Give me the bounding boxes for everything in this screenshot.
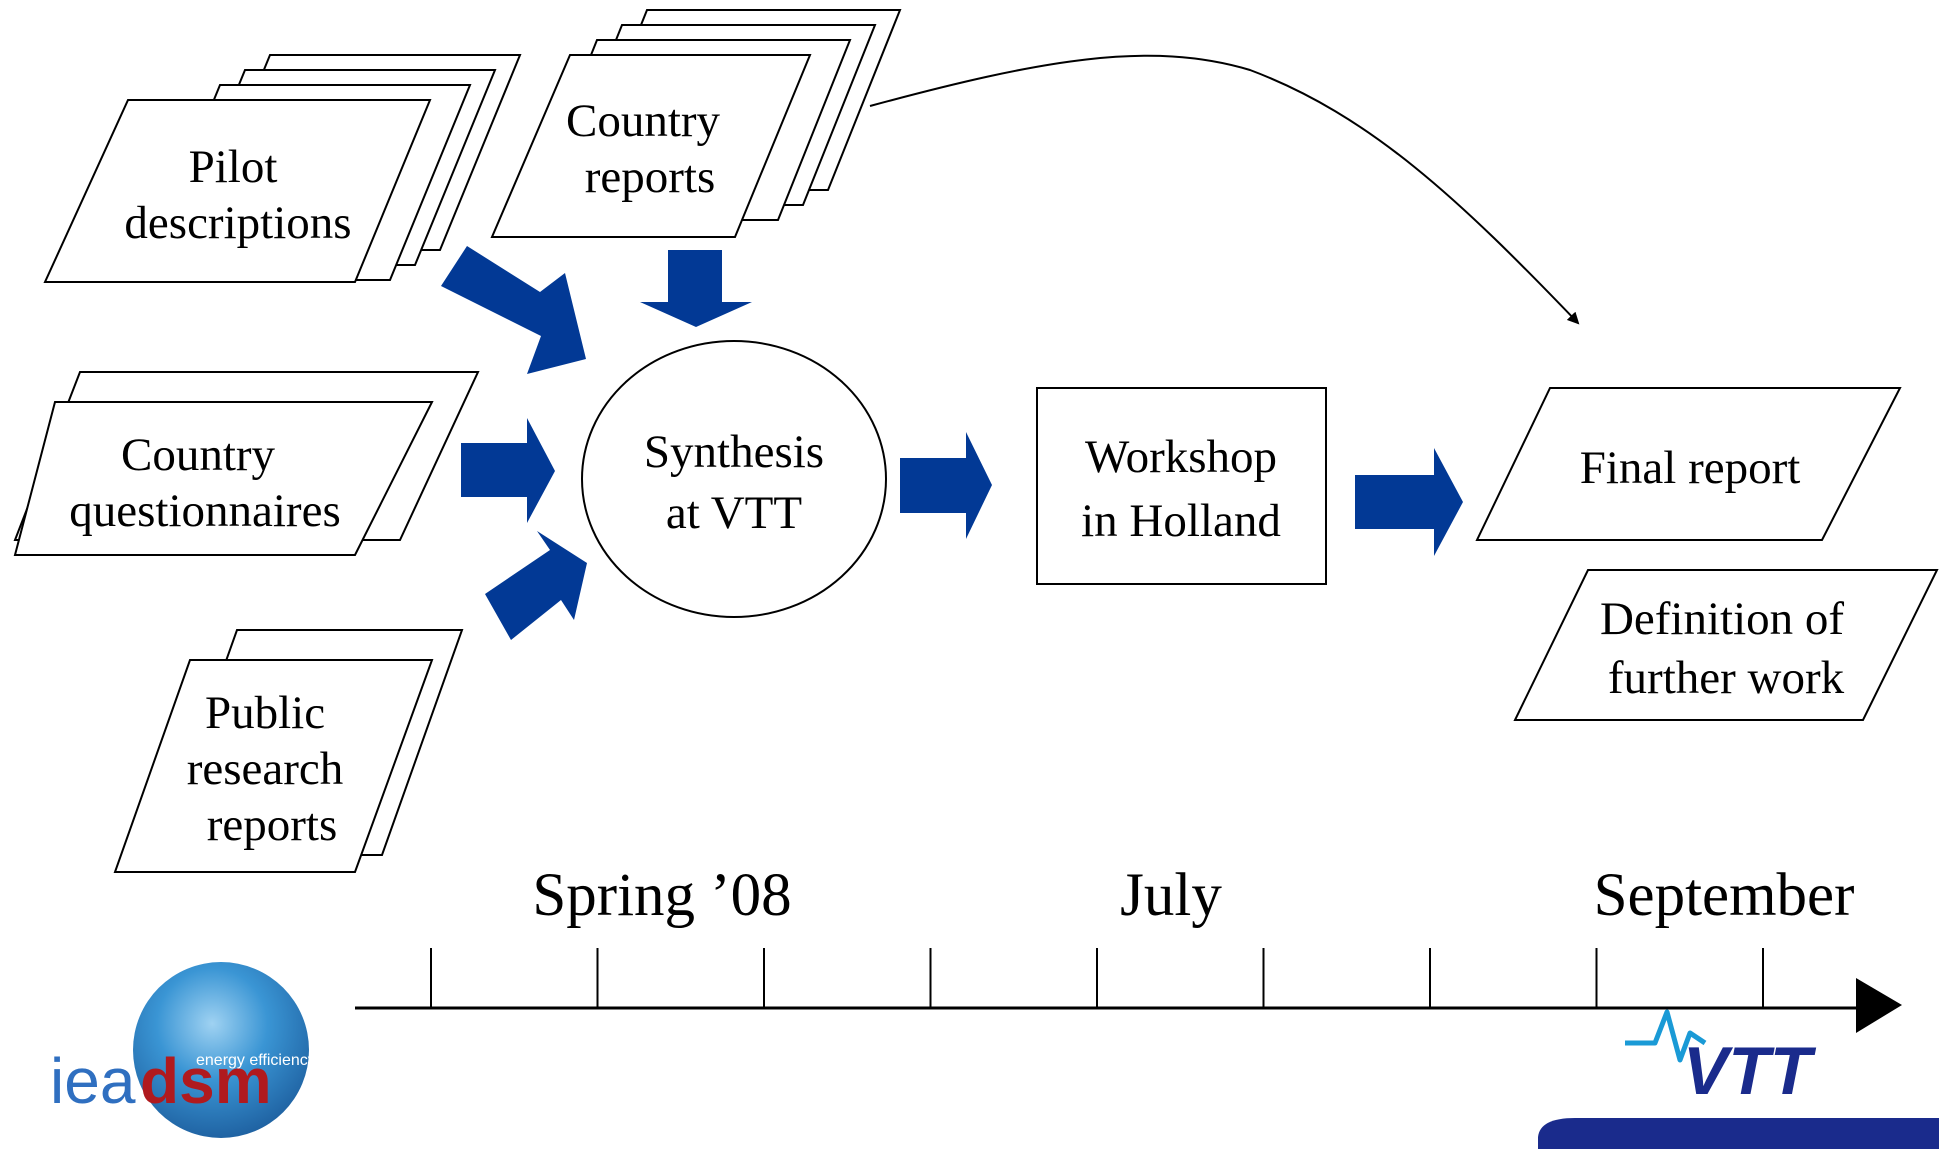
flow-arrows — [441, 246, 1463, 640]
timeline-ticks — [430, 948, 1764, 1008]
synthesis-label-line2: at VTT — [666, 487, 802, 539]
globe-icon — [133, 962, 309, 1138]
signal-wave-icon — [1625, 1009, 1707, 1063]
final-report-node: Final report — [1475, 387, 1902, 541]
timeline: Spring ’08 July September — [355, 862, 1902, 1033]
public-research-label-line1: Public — [205, 687, 325, 739]
questionnaires-label-line2: questionnaires — [69, 485, 341, 537]
timeline-label-september: September — [1594, 862, 1855, 929]
final-report-label: Final report — [1580, 442, 1801, 494]
curved-arrow-reports-to-final — [869, 54, 1580, 325]
country-reports-stack: Country reports — [490, 9, 902, 238]
logo-iea-text: iea — [50, 1045, 136, 1117]
public-research-label-line3: reports — [207, 799, 338, 851]
vtt-logo: VTT — [1538, 1009, 1939, 1149]
logo-dsm-text: dsm — [140, 1045, 272, 1117]
public-research-stack: Public research reports — [113, 629, 464, 873]
country-reports-label-line1: Country — [566, 95, 721, 147]
country-questionnaires-stack: Country questionnaires — [13, 371, 480, 556]
definition-label-line1: Definition of — [1600, 593, 1844, 645]
vtt-logo-text: VTT — [1683, 1033, 1817, 1109]
logo-tagline-text: energy efficiency — [196, 1052, 316, 1069]
workshop-node: Workshop in Holland — [1036, 387, 1327, 585]
country-reports-label-line2: reports — [585, 151, 716, 203]
timeline-label-spring: Spring ’08 — [532, 862, 791, 929]
arrow-questionnaires-to-synthesis — [461, 418, 555, 523]
arrow-pilot-to-synthesis — [441, 246, 586, 374]
public-research-label-line2: research — [187, 743, 344, 795]
pilot-descriptions-stack: Pilot descriptions — [43, 54, 522, 283]
pilot-label-line1: Pilot — [189, 141, 278, 193]
timeline-arrowhead — [1856, 978, 1902, 1033]
timeline-label-july: July — [1120, 862, 1222, 929]
arrow-synthesis-to-workshop — [900, 432, 992, 539]
vtt-corner-band — [1538, 1118, 1939, 1149]
questionnaires-label-line1: Country — [121, 429, 276, 481]
synthesis-node: Synthesis at VTT — [581, 340, 887, 618]
arrow-reports-to-synthesis — [640, 250, 752, 327]
workshop-label-line2: in Holland — [1081, 495, 1281, 547]
definition-node: Definition of further work — [1513, 569, 1939, 721]
definition-label-line2: further work — [1608, 652, 1845, 704]
workshop-label-line1: Workshop — [1085, 431, 1277, 483]
ieadsm-logo: iea dsm energy efficiency — [50, 962, 316, 1138]
synthesis-label-line1: Synthesis — [644, 426, 824, 478]
arrow-workshop-to-final — [1355, 448, 1463, 556]
pilot-label-line2: descriptions — [124, 197, 351, 249]
arrow-research-to-synthesis — [485, 531, 587, 640]
